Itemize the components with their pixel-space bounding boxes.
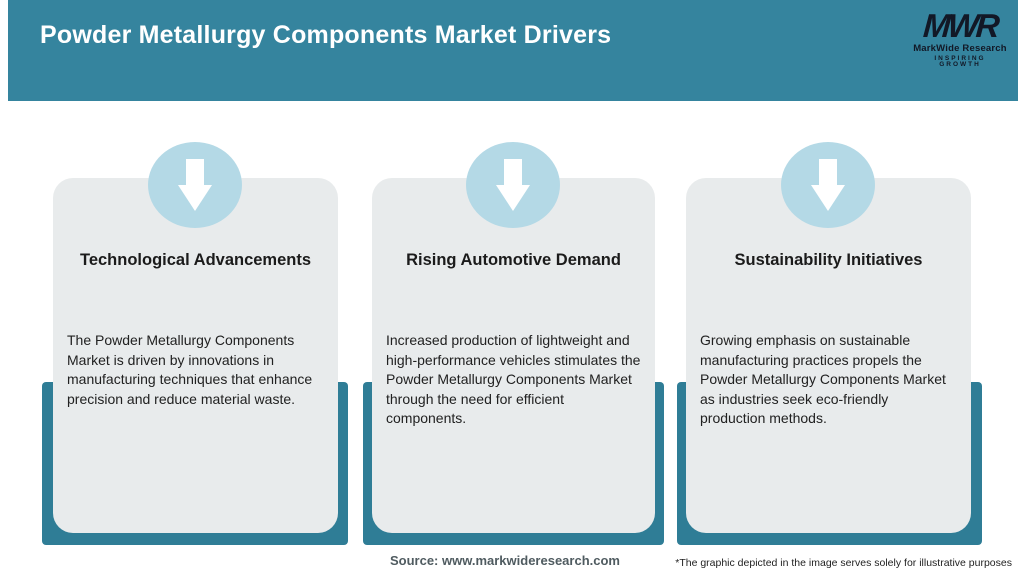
logo-tagline: INSPIRING GROWTH <box>934 54 986 68</box>
card-body: The Powder Metallurgy Components Market … <box>67 332 313 407</box>
down-arrow-icon <box>178 159 212 211</box>
driver-card-rising-automotive-demand: Rising Automotive Demand Increased produ… <box>372 178 655 533</box>
down-arrow-badge <box>466 142 560 228</box>
source-text: Source: www.markwideresearch.com <box>389 553 620 568</box>
mwr-monogram-logo: MWR <box>921 7 999 44</box>
disclaimer-text: *The graphic depicted in the image serve… <box>675 557 1012 569</box>
card-body: Growing emphasis on sustainable manufact… <box>700 332 946 426</box>
header-bar: Powder Metallurgy Components Market Driv… <box>8 0 1018 101</box>
down-arrow-badge <box>148 142 242 228</box>
card-title: Technological Advancements <box>79 251 312 269</box>
logo-company-name: MarkWide Research <box>913 43 1007 54</box>
page-title: Powder Metallurgy Components Market Driv… <box>40 21 612 49</box>
down-arrow-icon <box>496 159 530 211</box>
driver-card-sustainability-initiatives: Sustainability Initiatives Growing empha… <box>686 178 971 533</box>
down-arrow-icon <box>811 159 845 211</box>
down-arrow-badge <box>781 142 875 228</box>
driver-card-technological-advancements: Technological Advancements The Powder Me… <box>53 178 338 533</box>
card-title: Sustainability Initiatives <box>734 251 923 269</box>
brand-logo: MWR MarkWide Research INSPIRING GROWTH <box>912 7 1008 69</box>
card-title: Rising Automotive Demand <box>406 251 621 269</box>
card-body: Increased production of lightweight and … <box>386 332 641 426</box>
